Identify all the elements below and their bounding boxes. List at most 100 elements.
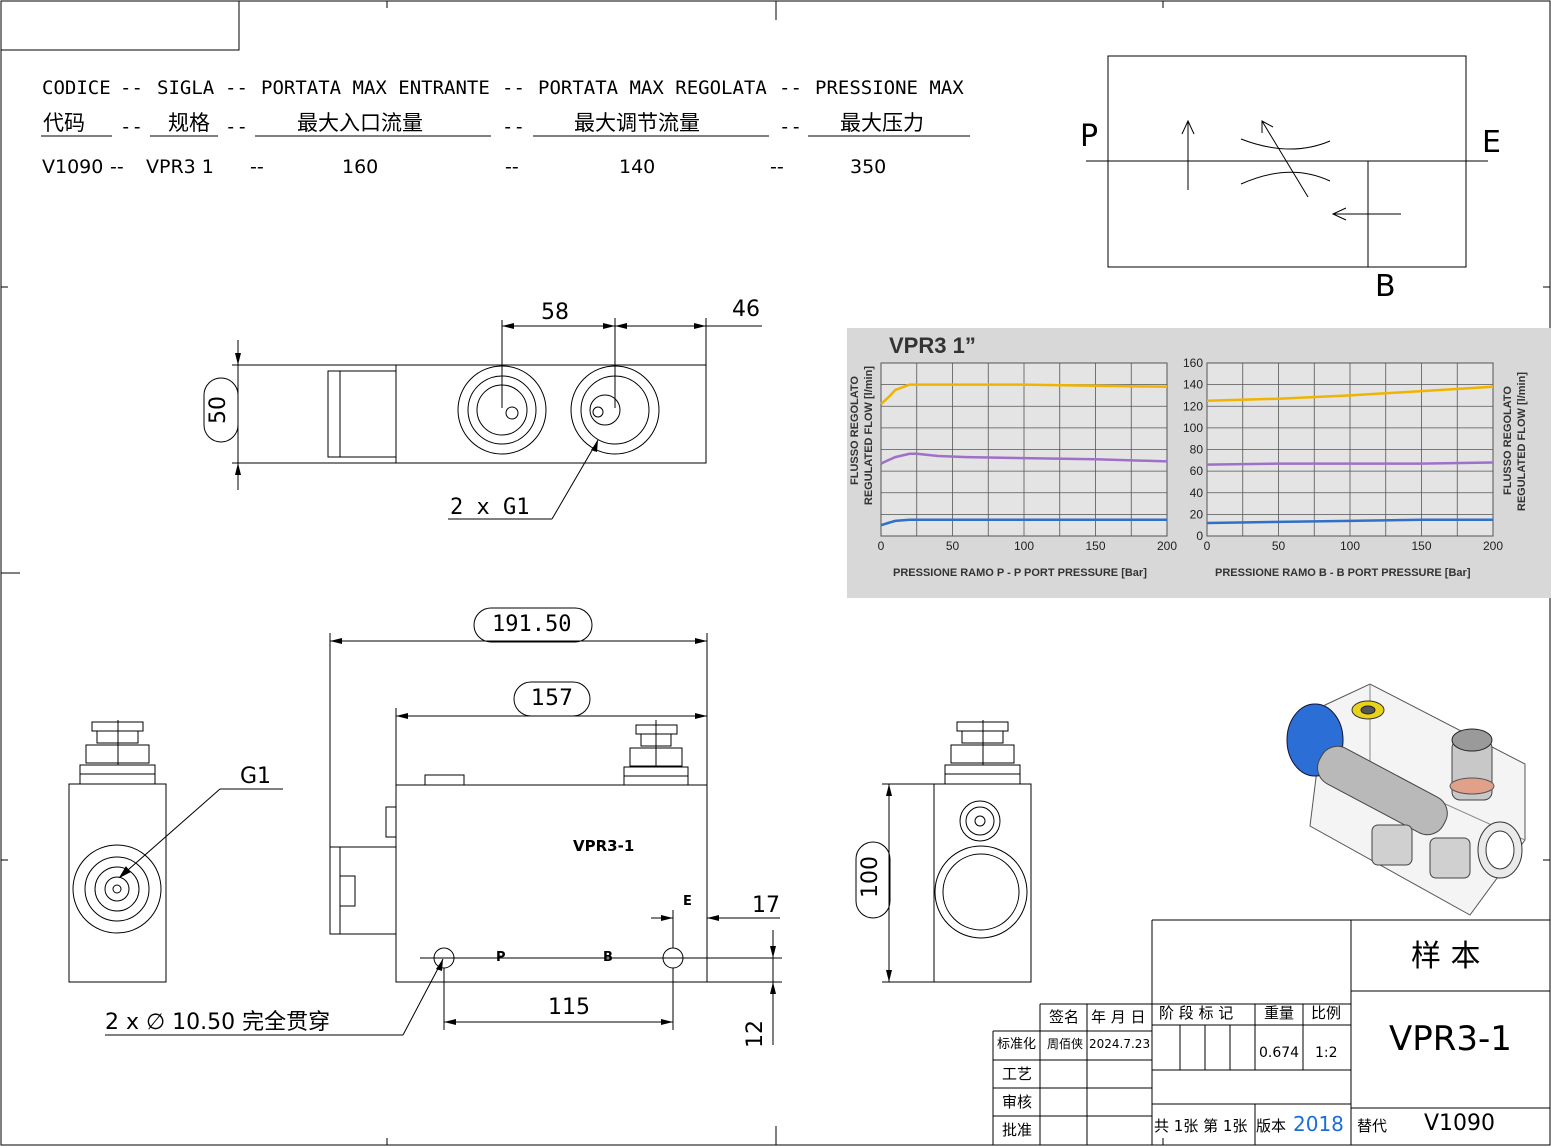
header-cn-sep-4: --	[779, 116, 802, 138]
port-count-note: 2 x G1	[450, 495, 530, 520]
x-tick-label: 50	[1272, 539, 1286, 553]
tb-approve: 批准	[1002, 1121, 1033, 1139]
x-tick-label: 100	[1014, 539, 1034, 553]
row-model: VPR3 1	[146, 156, 214, 178]
row-sep-1: --	[110, 156, 124, 178]
dim-115: 115	[548, 995, 590, 1020]
y-tick-label: 60	[1190, 464, 1204, 478]
front-view	[105, 633, 782, 1045]
tb-weight-header: 重量	[1264, 1004, 1295, 1022]
y-tick-label: 160	[1183, 356, 1203, 370]
x-tick-label: 200	[1157, 539, 1177, 553]
iso-render	[1286, 683, 1526, 916]
dim-191-box	[473, 607, 593, 643]
dim-12: 12	[743, 1020, 768, 1048]
y-tick-label: 20	[1190, 507, 1204, 521]
header-sep-4: --	[779, 77, 802, 99]
tb-version: 2018	[1293, 1112, 1344, 1136]
x-tick-label: 150	[1411, 539, 1431, 553]
hydraulic-symbol	[1086, 55, 1488, 268]
header-codice: CODICE	[42, 77, 111, 99]
header-cn-code: 代码	[43, 111, 85, 135]
header-sep-1: --	[120, 77, 143, 99]
row-sep-4: --	[770, 156, 784, 178]
row-pressure: 350	[850, 156, 887, 178]
dim-58: 58	[541, 300, 569, 325]
header-cn-model: 规格	[168, 111, 210, 135]
header-sigla: SIGLA	[157, 77, 215, 99]
row-inflow: 160	[342, 156, 379, 178]
left-xlabel: PRESSIONE RAMO P - P PORT PRESSURE [Bar]	[893, 567, 1147, 579]
y-tick-label: 0	[1196, 529, 1203, 543]
tb-craft: 工艺	[1002, 1065, 1033, 1083]
header-sep-2: --	[225, 77, 248, 99]
tb-stage: 阶 段 标 记	[1159, 1004, 1234, 1022]
tb-scale: 1:2	[1315, 1045, 1338, 1061]
right-xlabel: PRESSIONE RAMO B - B PORT PRESSURE [Bar]	[1215, 567, 1471, 579]
header-cn-regflow: 最大调节流量	[574, 111, 700, 135]
series-line-2-2	[1206, 461, 1494, 466]
dim-157: 157	[531, 686, 573, 711]
dim-17: 17	[752, 893, 780, 918]
body-engraving: VPR3-1	[573, 837, 635, 855]
tb-sample: 样 本	[1411, 939, 1481, 974]
x-tick-label: 0	[878, 539, 885, 553]
tb-std: 标准化	[997, 1037, 1037, 1052]
dim-46: 46	[732, 297, 760, 322]
y-tick-label: 80	[1190, 443, 1204, 457]
header-cn-pressure: 最大压力	[840, 111, 924, 135]
series-line-1-3	[880, 518, 1167, 527]
series-line-1-2	[880, 452, 1168, 465]
tb-drafter: 周佰侠	[1047, 1037, 1084, 1051]
y-tick-label: 40	[1190, 486, 1204, 500]
tb-sign: 签名	[1049, 1008, 1080, 1026]
flow-graph-panel: VPR3 1” FLUSSO REGOLATO REGULATED FLOW […	[847, 328, 1551, 598]
series-line-2-3	[1206, 518, 1493, 525]
port-p-label: P	[1080, 119, 1099, 154]
title-block	[992, 919, 1550, 1145]
dim-191-50: 191.50	[492, 612, 572, 637]
row-sep-3: --	[505, 156, 519, 178]
right-view	[882, 720, 1032, 983]
tb-replace-value: V1090	[1424, 1111, 1496, 1136]
x-tick-label: 0	[1204, 539, 1211, 553]
header-cn-sep-2: --	[225, 116, 248, 138]
y-tick-label: 120	[1183, 399, 1203, 413]
dim-50-box	[203, 377, 239, 443]
tb-date-header: 年 月 日	[1091, 1008, 1146, 1026]
tb-replace-label: 替代	[1357, 1117, 1388, 1135]
row-regflow: 140	[619, 156, 656, 178]
header-pressione: PRESSIONE MAX	[815, 77, 964, 99]
series-line-1-1	[880, 383, 1168, 406]
tb-weight: 0.674	[1259, 1045, 1300, 1061]
dim-100-box	[855, 841, 891, 919]
header-cn-inflow: 最大入口流量	[297, 111, 423, 135]
tb-scale-header: 比例	[1311, 1004, 1342, 1022]
y-tick-label: 100	[1183, 421, 1203, 435]
x-tick-label: 150	[1085, 539, 1105, 553]
header-sep-3: --	[502, 77, 525, 99]
x-tick-label: 200	[1483, 539, 1503, 553]
port-e-label: E	[1482, 125, 1501, 160]
through-hole-note: 2 x ∅ 10.50 完全贯穿	[105, 1010, 331, 1035]
port-b-label: B	[1375, 269, 1396, 304]
port-e-mark: E	[683, 894, 692, 909]
header-portata-entrante: PORTATA MAX ENTRANTE	[261, 77, 490, 99]
left-view	[68, 720, 283, 983]
x-tick-label: 50	[946, 539, 960, 553]
g1-callout: G1	[240, 764, 272, 789]
port-p-mark: P	[496, 950, 506, 965]
graph-title: VPR3 1”	[889, 333, 976, 358]
tb-sheet-info: 共 1张 第 1张	[1154, 1117, 1248, 1135]
port-b-mark: B	[603, 950, 613, 965]
tb-version-label: 版本	[1256, 1117, 1287, 1135]
tb-review: 审核	[1002, 1093, 1033, 1111]
top-view	[232, 318, 762, 520]
header-cn-sep-1: --	[120, 116, 143, 138]
header-cn-sep-3: --	[502, 116, 525, 138]
tb-part-name: VPR3-1	[1389, 1019, 1512, 1059]
row-sep-2: --	[250, 156, 264, 178]
dim-157-box	[513, 681, 591, 717]
